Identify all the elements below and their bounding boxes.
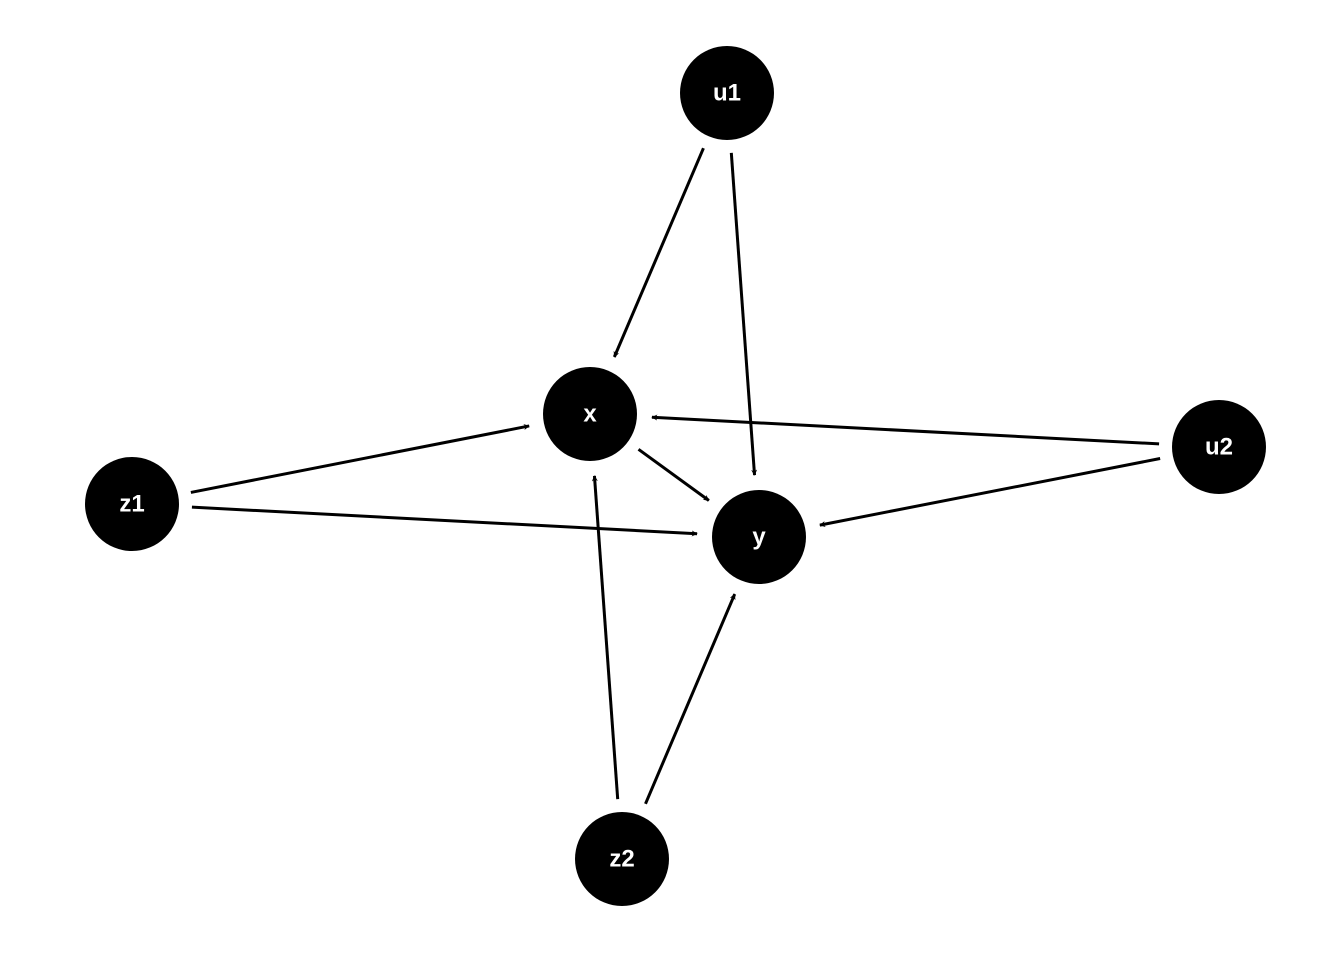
edge-z2-to-y: [644, 593, 737, 805]
edge-z1-to-y: [191, 505, 698, 537]
node-label: z2: [609, 846, 634, 873]
node-circle: [543, 367, 637, 461]
node-u1: u1: [680, 46, 774, 140]
edge-z1-to-x: [190, 424, 530, 494]
node-circle: [1172, 400, 1266, 494]
edge-u2-to-x: [651, 414, 1160, 446]
edges: [190, 147, 1161, 805]
node-u2: u2: [1172, 400, 1266, 494]
node-label: x: [583, 401, 597, 428]
edge-u2-to-y: [819, 457, 1161, 528]
node-circle: [712, 490, 806, 584]
edge-u1-to-x: [612, 147, 705, 358]
node-label: z1: [119, 491, 144, 518]
edge-x-to-y: [637, 448, 710, 502]
node-y: y: [712, 490, 806, 584]
edge-u1-to-y: [729, 152, 758, 476]
node-circle: [680, 46, 774, 140]
node-label: u1: [713, 80, 741, 107]
node-label: y: [752, 524, 766, 551]
node-z1: z1: [85, 457, 179, 551]
node-circle: [85, 457, 179, 551]
node-x: x: [543, 367, 637, 461]
node-circle: [575, 812, 669, 906]
nodes: u1 x u2 z1 y z2: [85, 46, 1266, 906]
edge-z2-to-x: [591, 475, 620, 800]
node-z2: z2: [575, 812, 669, 906]
node-label: u2: [1205, 434, 1233, 461]
